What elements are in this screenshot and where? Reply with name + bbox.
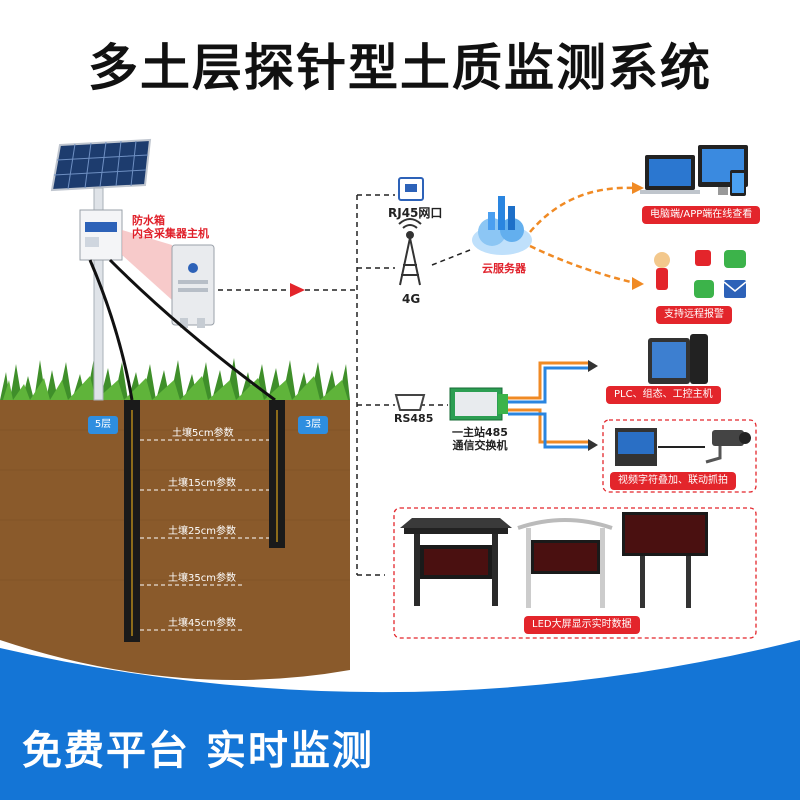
switch-links (508, 361, 588, 449)
led-kiosk-2 (517, 518, 613, 608)
depth-label-5: 土壤5cm参数 (172, 428, 234, 439)
red-arrow (290, 283, 305, 297)
rs485-icon (394, 394, 426, 411)
video-overlay-device (615, 428, 657, 466)
probe-badge-left: 5层 (88, 416, 118, 434)
zoom-beam (122, 230, 172, 300)
orange-arrows (529, 186, 636, 285)
waterproof-box (79, 209, 123, 261)
switch-device (449, 387, 508, 421)
box-label: 防水箱 内含采集器主机 (132, 214, 209, 240)
plc-screen (648, 334, 708, 384)
solar-panel (50, 138, 152, 192)
cloud-label: 云服务器 (482, 262, 526, 275)
soil-area (0, 400, 350, 680)
video-frame (602, 419, 757, 493)
bottom-band (0, 700, 800, 800)
box-label-line2: 内含采集器主机 (132, 227, 209, 240)
dashed-links (218, 194, 471, 576)
switch-label-line2: 通信交换机 (452, 439, 508, 452)
box-label-line1: 防水箱 (132, 214, 165, 227)
probe-left (124, 400, 140, 642)
alarm-pill: 支持远程报警 (656, 306, 732, 324)
probe-right (269, 400, 285, 548)
camera-icon (705, 430, 751, 464)
g4-label: 4G (402, 292, 421, 306)
depth-lines (140, 439, 269, 631)
tower-icon (398, 218, 422, 286)
cloud-server-icon (472, 196, 532, 255)
switch-label-line1: 一主站485 (452, 426, 508, 439)
depth-label-25: 土壤25cm参数 (168, 526, 236, 537)
cable-left (88, 259, 134, 401)
cable-right (108, 258, 276, 402)
collector-host (171, 244, 215, 328)
page-title: 多土层探针型土质监测系统 (88, 39, 712, 97)
pc-app-pill: 电脑端/APP端在线查看 (642, 206, 761, 224)
depth-label-15: 土壤15cm参数 (168, 478, 236, 489)
led-board-3 (622, 512, 708, 608)
soil-texture (0, 429, 350, 581)
led-pill: LED大屏显示实时数据 (524, 616, 640, 634)
video-pill: 视频字符叠加、联动抓拍 (610, 472, 736, 490)
slogan: 免费平台 实时监测 (22, 728, 374, 774)
probe-badge-right: 3层 (298, 416, 328, 434)
depth-label-35: 土壤35cm参数 (168, 573, 236, 584)
rs485-label: RS485 (394, 412, 434, 425)
led-kiosk-1 (400, 518, 512, 606)
led-frame (393, 507, 757, 639)
plc-pill: PLC、组态、工控主机 (606, 386, 721, 404)
rj45-icon (398, 177, 424, 201)
depth-label-45: 土壤45cm参数 (168, 618, 236, 629)
switch-label: 一主站485 通信交换机 (452, 426, 508, 452)
alarm-icons (654, 250, 747, 298)
grass-highlights (3, 376, 348, 400)
rj45-label: RJ45网口 (388, 206, 443, 220)
devices-icon (640, 145, 748, 196)
band-curve (0, 640, 800, 700)
